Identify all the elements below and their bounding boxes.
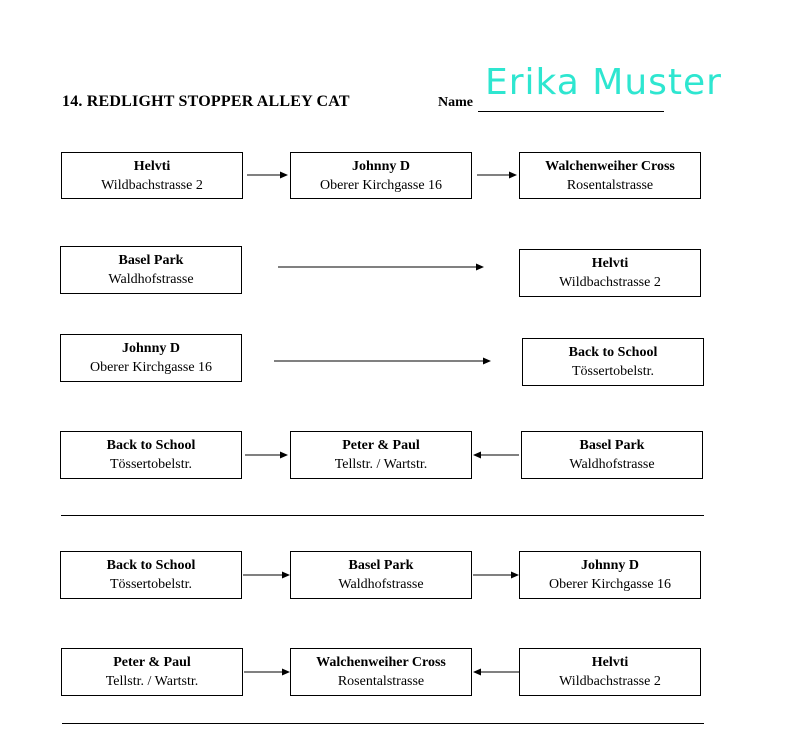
name-underline [478, 111, 664, 112]
section-divider [61, 515, 704, 516]
location-name: Helvti [133, 159, 171, 174]
route-box: Peter & Paul Tellstr. / Wartstr. [290, 431, 472, 479]
location-address: Wildbachstrasse 2 [101, 178, 203, 193]
handwritten-signature: Erika Muster [485, 62, 722, 103]
route-box: Basel Park Waldhofstrasse [290, 551, 472, 599]
location-address: Tössertobelstr. [109, 457, 193, 472]
location-address: Rosentalstrasse [566, 178, 654, 193]
location-name: Peter & Paul [342, 438, 420, 453]
section-divider [62, 723, 704, 724]
route-box: Basel Park Waldhofstrasse [60, 246, 242, 294]
location-address: Tellstr. / Wartstr. [334, 457, 428, 472]
route-box: Back to School Tössertobelstr. [60, 431, 242, 479]
location-name: Peter & Paul [113, 655, 191, 670]
location-address: Tellstr. / Wartstr. [105, 674, 199, 689]
location-name: Johnny D [122, 341, 180, 356]
location-name: Basel Park [579, 438, 645, 453]
location-name: Back to School [106, 558, 196, 573]
location-address: Oberer Kirchgasse 16 [319, 178, 443, 193]
location-address: Oberer Kirchgasse 16 [548, 577, 672, 592]
location-name: Johnny D [352, 159, 410, 174]
name-label: Name [438, 95, 473, 110]
location-name: Helvti [591, 655, 629, 670]
route-box: Helvti Wildbachstrasse 2 [519, 249, 701, 297]
location-address: Wildbachstrasse 2 [559, 674, 661, 689]
route-box: Johnny D Oberer Kirchgasse 16 [60, 334, 242, 382]
route-box: Back to School Tössertobelstr. [60, 551, 242, 599]
location-name: Basel Park [348, 558, 414, 573]
location-address: Tössertobelstr. [571, 364, 655, 379]
location-address: Waldhofstrasse [108, 272, 194, 287]
route-box: Walchenweiher Cross Rosentalstrasse [290, 648, 472, 696]
location-address: Tössertobelstr. [109, 577, 193, 592]
location-name: Back to School [106, 438, 196, 453]
location-address: Waldhofstrasse [569, 457, 655, 472]
route-box: Johnny D Oberer Kirchgasse 16 [290, 152, 472, 199]
location-name: Walchenweiher Cross [316, 655, 446, 670]
route-box: Walchenweiher Cross Rosentalstrasse [519, 152, 701, 199]
location-name: Walchenweiher Cross [545, 159, 675, 174]
location-name: Helvti [591, 256, 629, 271]
location-name: Johnny D [581, 558, 639, 573]
location-name: Back to School [568, 345, 658, 360]
location-name: Basel Park [118, 253, 184, 268]
location-address: Wildbachstrasse 2 [559, 275, 661, 290]
route-box: Back to School Tössertobelstr. [522, 338, 704, 386]
location-address: Rosentalstrasse [337, 674, 425, 689]
route-box: Basel Park Waldhofstrasse [521, 431, 703, 479]
route-box: Helvti Wildbachstrasse 2 [519, 648, 701, 696]
route-box: Johnny D Oberer Kirchgasse 16 [519, 551, 701, 599]
route-box: Helvti Wildbachstrasse 2 [61, 152, 243, 199]
route-box: Peter & Paul Tellstr. / Wartstr. [61, 648, 243, 696]
page-title: 14. REDLIGHT STOPPER ALLEY CAT [62, 93, 350, 110]
location-address: Waldhofstrasse [338, 577, 424, 592]
location-address: Oberer Kirchgasse 16 [89, 360, 213, 375]
